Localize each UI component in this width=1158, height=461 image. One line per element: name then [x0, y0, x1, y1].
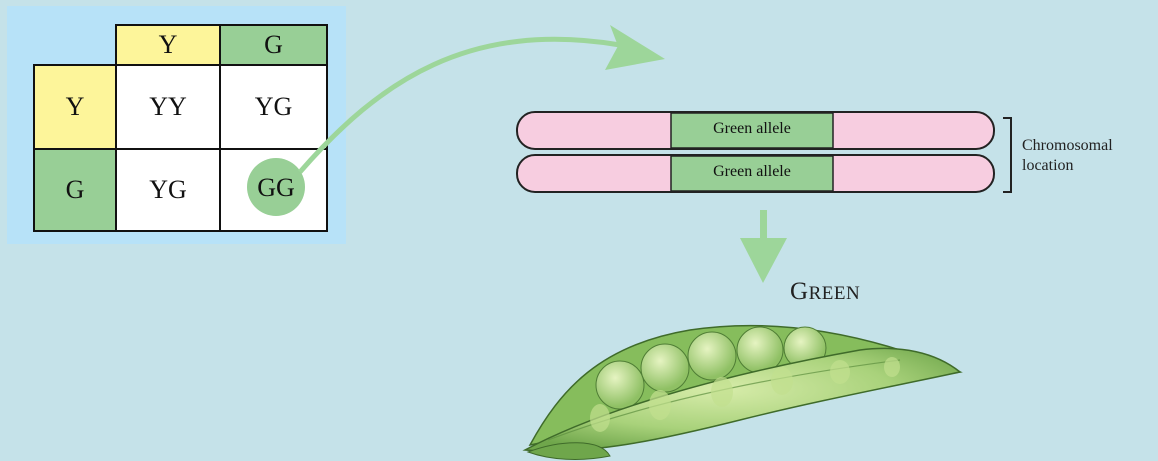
down-arrow-head [740, 238, 787, 283]
phenotype-rest: REEN [808, 283, 861, 304]
chromosomal-location-bracket [1003, 117, 1012, 193]
chromosome-bottom [516, 154, 995, 193]
chromosomal-location-label-line1: Chromosomal [1022, 137, 1113, 154]
allele-label-top: Green allele [713, 120, 791, 137]
chromosomal-location-label-line2: location [1022, 157, 1074, 174]
curved-arrow-head [605, 25, 665, 70]
curved-arrow-line [298, 36, 621, 174]
down-arrow-shaft [760, 210, 767, 248]
chromosome-top [516, 111, 995, 150]
allele-label-bottom: Green allele [713, 163, 791, 180]
pea-pod-illustration [522, 324, 963, 460]
punnett-cell-yg-top: YG [219, 64, 328, 150]
punnett-header-side-1: Y [33, 64, 117, 150]
gg-highlight-circle [247, 158, 305, 216]
phenotype-label: GREEN [790, 278, 860, 306]
punnett-header-top-1: Y [115, 24, 221, 66]
phenotype-first-letter: G [790, 278, 809, 305]
gg-cell-label: GG [257, 173, 295, 202]
punnett-cell-yg-bottom: YG [115, 148, 221, 232]
